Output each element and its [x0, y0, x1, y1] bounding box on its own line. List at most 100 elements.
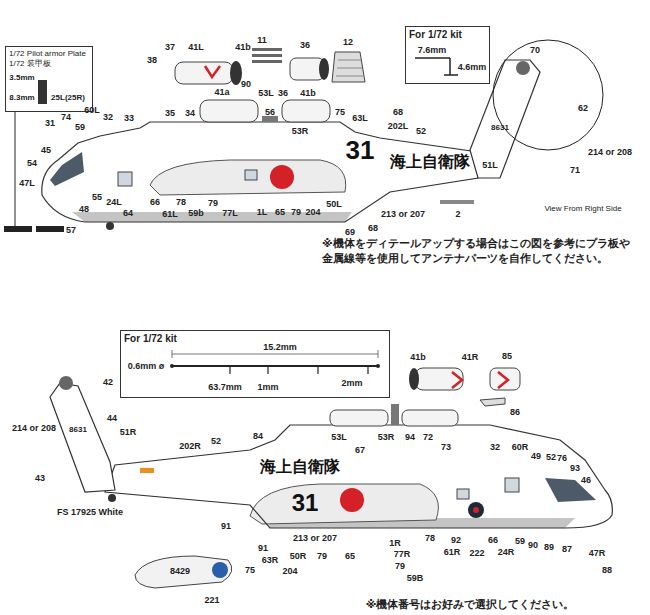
callout-number: 89: [544, 543, 554, 552]
callout-number: 68: [368, 224, 378, 233]
callout-number: 24L: [106, 198, 122, 207]
fuselage: [42, 122, 478, 222]
antenna-sketch: [449, 58, 451, 75]
callout-number: 35: [165, 109, 175, 118]
emblem: [212, 562, 228, 578]
callout-number: 53R: [378, 433, 395, 442]
decal-sheet: [135, 556, 232, 588]
callout-number: 32: [490, 443, 500, 452]
dimension-label: 0.6mm ø: [128, 362, 165, 371]
callout-number: 79: [317, 552, 327, 561]
callout-number: 63L: [352, 114, 368, 123]
callout-number: 92: [451, 536, 461, 545]
sponson: [250, 484, 438, 524]
engine: [200, 100, 258, 122]
armor-plate: [38, 80, 47, 104]
callout-number: 74: [61, 113, 71, 122]
exhaust-part: [290, 58, 324, 80]
dimension-tick: [378, 350, 379, 358]
callout-number: 90: [241, 80, 251, 89]
callout-number: 70: [530, 46, 540, 55]
antenna-part: [440, 200, 474, 204]
window: [118, 172, 132, 186]
callout-number: 31: [45, 119, 55, 128]
callout-number: 65: [275, 208, 285, 217]
callout-number: 33: [124, 114, 134, 123]
callout-number: 213 or 207: [381, 210, 425, 219]
engine: [402, 410, 458, 426]
callout-number: 64: [123, 209, 133, 218]
callout-number: 41R: [462, 353, 479, 362]
exhaust: [319, 58, 329, 80]
callout-number: 12: [343, 38, 353, 47]
callout-number: 94: [405, 433, 415, 442]
antenna-post: [267, 366, 268, 374]
callout-number: 79: [291, 208, 301, 217]
dimension-label: 3.5mm: [9, 74, 34, 82]
callout-number: 53R: [292, 127, 309, 136]
callout-number: 43: [35, 474, 45, 483]
aircraft-marking: 31: [292, 491, 319, 515]
box-heading: 1/72 Pilot armor Plate: [9, 49, 86, 59]
callout-number: 49: [531, 452, 541, 461]
emblem: [468, 502, 484, 518]
hatch: [338, 60, 361, 61]
callout-number: 75: [335, 108, 345, 117]
cockpit-window: [50, 152, 84, 186]
callout-number: 53L: [258, 89, 274, 98]
callout-number: 204: [282, 567, 297, 576]
callout-number: 67: [355, 446, 365, 455]
dimension-label: 2mm: [341, 379, 362, 388]
callout-number: 78: [425, 534, 435, 543]
callout-number: 61R: [444, 548, 461, 557]
intake: [230, 61, 242, 85]
callout-number: 51R: [120, 428, 137, 437]
fuselage-outline: [105, 425, 612, 528]
callout-number: 41b: [235, 43, 251, 52]
callout-number: 41L: [188, 43, 204, 52]
callout-number: 44: [107, 414, 117, 423]
callout-number: 59B: [407, 574, 424, 583]
callout-number: 42: [103, 378, 113, 387]
callout-number: View From Right Side: [544, 205, 621, 213]
callout-number: 1R: [389, 539, 401, 548]
callout-number: 36: [278, 89, 288, 98]
dimension-label: 7.6mm: [418, 46, 447, 55]
dimension-label: 15.2mm: [263, 343, 297, 352]
box-heading: For 1/72 kit: [409, 29, 462, 41]
callout-number: 68: [393, 108, 403, 117]
tail-rotor: [59, 376, 73, 390]
rod-part: [252, 48, 282, 51]
antenna-post: [229, 366, 230, 374]
red-chevron: [205, 66, 220, 77]
callout-number: 51L: [482, 161, 498, 170]
callout-number: 53L: [331, 433, 347, 442]
dimension-label: 4.6mm: [458, 63, 487, 72]
callout-number: 204: [305, 208, 320, 217]
antenna-end: [376, 364, 380, 368]
leader-line: [15, 112, 16, 226]
dimension-label: 63.7mm: [208, 383, 242, 392]
rotor-mast: [391, 404, 399, 425]
armor-plate: [4, 226, 32, 232]
callout-number: 56: [265, 108, 275, 117]
callout-number: 52: [546, 453, 556, 462]
detail-circle: [493, 40, 603, 150]
aircraft-marking: 31: [346, 137, 375, 163]
wheel: [108, 494, 116, 502]
callout-number: 2: [455, 210, 460, 219]
callout-number: 25L(25R): [51, 94, 85, 102]
antenna-sketch: [444, 74, 458, 76]
callout-number: 34: [185, 109, 195, 118]
callout-number: 41a: [214, 88, 229, 97]
dimension-label: 8.3mm: [9, 94, 34, 102]
callout-number: 41b: [300, 89, 316, 98]
engine: [330, 410, 388, 426]
callout-number: 54: [27, 159, 37, 168]
intake: [409, 368, 419, 390]
rod-part: [252, 54, 282, 57]
callout-number: 61L: [162, 210, 178, 219]
callout-number: 202L: [388, 122, 409, 131]
fuselage: [105, 425, 612, 528]
